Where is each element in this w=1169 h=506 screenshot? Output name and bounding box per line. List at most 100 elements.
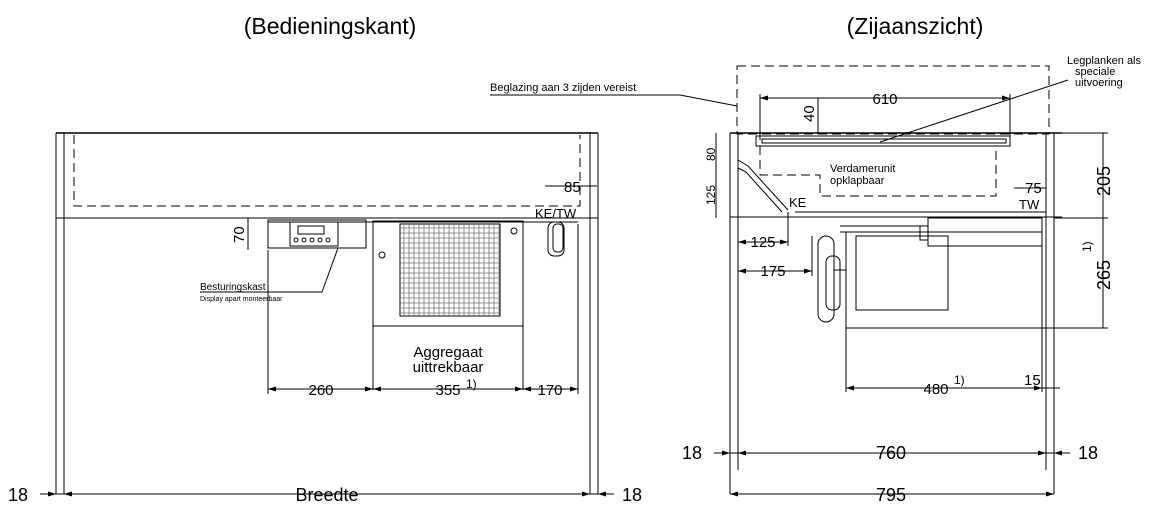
side-fitting — [919, 225, 929, 241]
aggregaat-label-2: uittrekbaar — [413, 359, 484, 376]
dimension-arrowhead — [268, 386, 276, 392]
dim-170-label: 170 — [537, 382, 562, 399]
dimension-arrowhead — [1038, 450, 1046, 456]
control-box-buttons — [293, 225, 331, 243]
dim-40-label: 40 — [801, 105, 818, 122]
dimension-arrowhead — [1002, 95, 1010, 101]
dimension-arrowhead — [722, 450, 730, 456]
dim-795-label: 795 — [876, 485, 906, 505]
dim-265-note: 1) — [1080, 241, 1094, 252]
aggregate-frame — [372, 220, 524, 327]
verdamer-label-1: Verdamerunit — [830, 163, 895, 175]
condenser-grid — [399, 223, 501, 317]
dimension-arrowhead — [738, 239, 746, 245]
dim-125-h-label: 125 — [750, 234, 775, 251]
aggregate-bolt — [378, 251, 386, 259]
dim-70-label: 70 — [231, 226, 248, 243]
control-button — [309, 237, 315, 243]
dimension-arrowhead — [373, 386, 381, 392]
dimension-arrowhead — [738, 450, 746, 456]
dimension-arrowhead — [515, 386, 523, 392]
dim-260-label: 260 — [308, 382, 333, 399]
besturingskast-leader-2 — [321, 247, 339, 293]
tw-label: TW — [1019, 197, 1040, 212]
dimension-arrowhead — [570, 386, 578, 392]
beglazing-label: Beglazing aan 3 zijden vereist — [490, 82, 636, 94]
ke-tw-label: KE/TW — [535, 206, 577, 221]
side-view: (Zijaanszicht) Beglazing aan 3 zijden ve… — [490, 13, 1142, 505]
dimension-arrowhead — [582, 491, 590, 497]
evaporator-dashed — [759, 146, 997, 197]
side-dim-18-left: 18 — [682, 443, 702, 463]
dim-80-label: 80 — [704, 147, 718, 161]
dim-85-label: 85 — [564, 179, 581, 196]
dimension-arrowhead — [804, 268, 812, 274]
front-dim-18-right: 18 — [622, 485, 642, 505]
dim-480-note: 1) — [954, 373, 965, 387]
legplanken-leader — [879, 79, 1069, 143]
side-tank-inner — [825, 255, 841, 311]
side-dim-18-right: 18 — [1078, 443, 1098, 463]
front-dim-18-left: 18 — [8, 485, 28, 505]
control-button — [293, 237, 299, 243]
dimension-arrowhead — [730, 491, 738, 497]
control-button — [325, 237, 331, 243]
drain-pipe-inner — [552, 223, 564, 253]
control-box — [267, 219, 367, 249]
dimension-arrowhead — [760, 95, 768, 101]
dimension-arrowhead — [780, 239, 788, 245]
control-button — [301, 237, 307, 243]
drain-pipe — [547, 221, 565, 257]
dim-355-note: 1) — [466, 377, 477, 391]
beglazing-leader — [679, 94, 738, 107]
dimension-arrowhead — [738, 268, 746, 274]
breedte-label: Breedte — [295, 485, 358, 505]
control-button — [317, 237, 323, 243]
condenser-fins — [400, 224, 500, 316]
ke-label: KE — [789, 195, 807, 210]
dim-175-label: 175 — [760, 263, 785, 280]
dimension-arrowhead — [1046, 491, 1054, 497]
shelf — [755, 135, 1011, 147]
dim-480-label: 480 — [923, 381, 948, 398]
dim-125-v-label: 125 — [704, 185, 718, 205]
side-tank — [817, 235, 835, 323]
legplanken-label-3: uitvoering — [1075, 77, 1123, 89]
besturingskast-label: Besturingskast — [200, 282, 266, 293]
dimension-arrowhead — [365, 386, 373, 392]
dimension-arrowhead — [48, 491, 56, 497]
control-box-display — [289, 221, 339, 247]
side-view-title: (Zijaanszicht) — [847, 13, 984, 39]
dimension-arrowhead — [523, 386, 531, 392]
aggregate-bolt — [510, 227, 518, 235]
dim-265-label: 265 — [1094, 260, 1114, 290]
legplanken-label-2: speciale — [1075, 66, 1115, 78]
front-slant-panel-inner — [737, 167, 783, 213]
display-note-label: Display apart monteerbaar — [200, 296, 283, 303]
verdamer-label-2: opklapbaar — [830, 175, 885, 187]
dimension-arrowhead — [1034, 385, 1042, 391]
front-slant-panel — [737, 159, 789, 211]
glass-enclosure-dashed — [736, 65, 1050, 135]
dim-15-label: 15 — [1024, 372, 1041, 389]
front-tub-dashed — [73, 135, 581, 207]
dim-75-label: 75 — [1025, 180, 1042, 197]
side-aggregate-inner — [855, 235, 949, 311]
dim-205-label: 205 — [1094, 166, 1114, 196]
front-view: (Bedieningskant) 85 KE/TW 70 — [8, 13, 642, 505]
legplanken-label-1: Legplanken als — [1067, 55, 1142, 67]
dim-355-label: 355 — [435, 382, 460, 399]
dimension-arrowhead — [598, 491, 606, 497]
front-view-title: (Bedieningskant) — [244, 13, 417, 39]
side-aggregate — [845, 231, 1043, 329]
drain-fitting — [547, 221, 565, 257]
dim-610-label: 610 — [872, 91, 897, 108]
dimension-arrowhead — [846, 385, 854, 391]
shelf-inner — [761, 138, 1007, 144]
dimension-arrowhead — [64, 491, 72, 497]
dimension-arrowhead — [1054, 450, 1062, 456]
control-display-digits — [297, 225, 325, 235]
dim-760-label: 760 — [876, 443, 906, 463]
aggregaat-label-1: Aggregaat — [413, 344, 483, 361]
